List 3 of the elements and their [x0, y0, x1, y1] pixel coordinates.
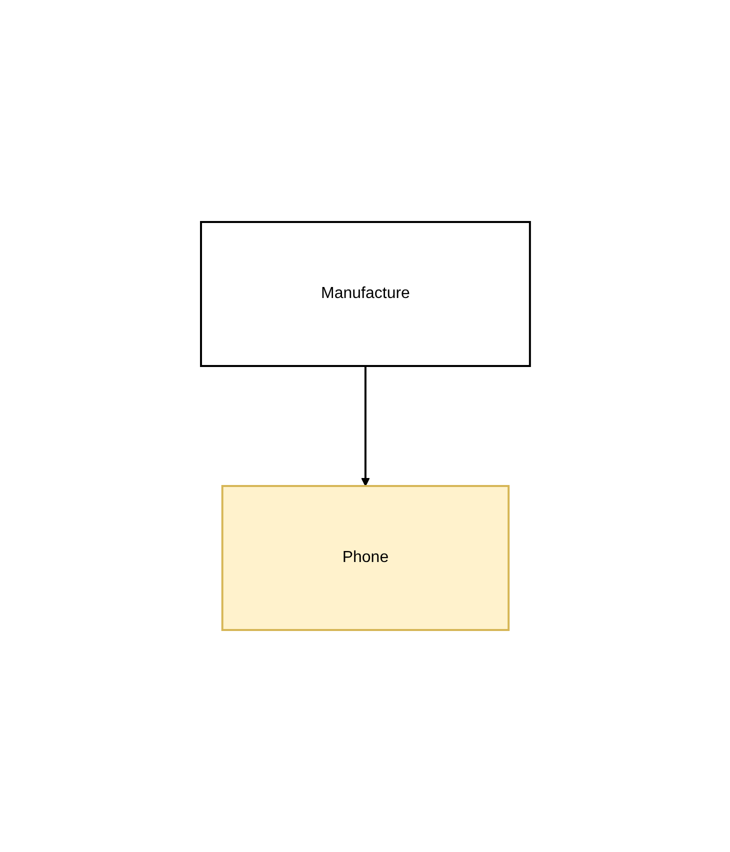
- node-box: Phone: [220, 485, 510, 631]
- node-box: Manufacture: [200, 221, 530, 367]
- arrow: [360, 366, 370, 486]
